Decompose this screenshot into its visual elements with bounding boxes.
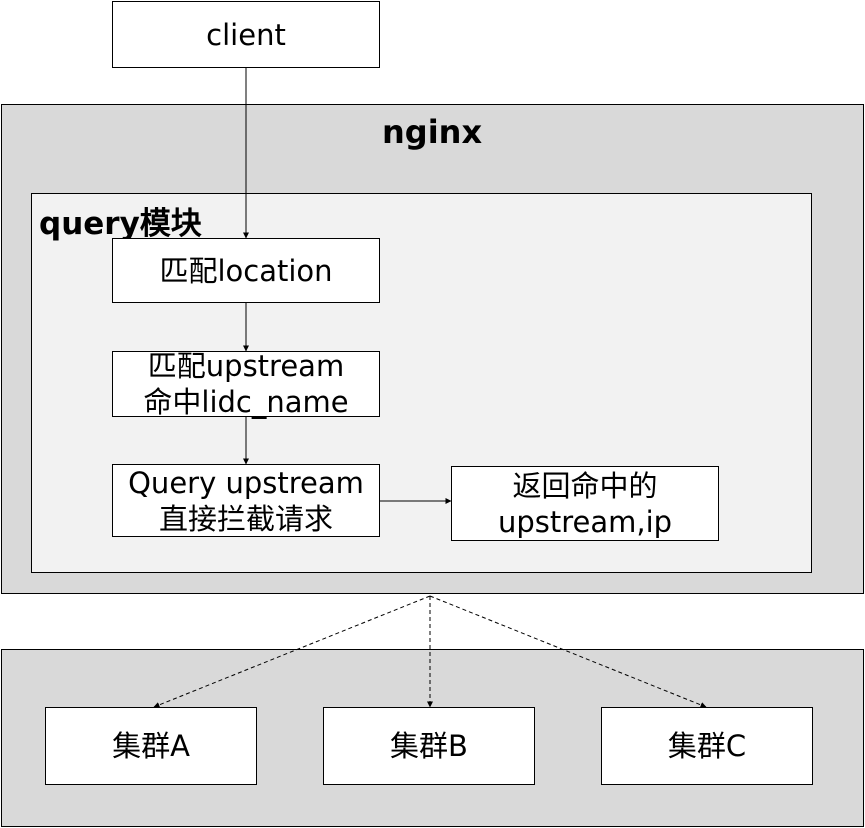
match-location-label: 匹配location xyxy=(159,253,333,288)
dashed-arrow-to-cluster-a xyxy=(153,595,431,708)
query-upstream-line2: 直接拦截请求 xyxy=(158,501,333,536)
cluster-b-box: 集群B xyxy=(323,707,535,785)
match-upstream-box: 匹配upstream 命中lidc_name xyxy=(112,349,380,419)
return-result-box: 返回命中的 upstream,ip xyxy=(451,466,719,541)
match-upstream-line2: 命中lidc_name xyxy=(143,385,349,419)
cluster-c-label: 集群C xyxy=(667,729,747,763)
cluster-c-box: 集群C xyxy=(601,707,813,785)
client-label: client xyxy=(206,17,286,52)
cluster-b-label: 集群B xyxy=(390,729,468,763)
client-box: client xyxy=(112,1,380,68)
cluster-a-box: 集群A xyxy=(45,707,257,785)
cluster-a-label: 集群A xyxy=(112,729,190,763)
match-location-box: 匹配location xyxy=(112,238,380,303)
return-result-line1: 返回命中的 xyxy=(512,468,658,503)
return-result-line2: upstream,ip xyxy=(497,504,673,539)
nginx-title: nginx xyxy=(382,113,483,151)
query-upstream-box: Query upstream 直接拦截请求 xyxy=(112,464,380,537)
match-upstream-line1: 匹配upstream xyxy=(147,349,345,383)
query-upstream-line1: Query upstream xyxy=(128,465,364,500)
dashed-arrow-to-cluster-c xyxy=(429,595,707,708)
query-module-title: query模块 xyxy=(39,206,202,242)
